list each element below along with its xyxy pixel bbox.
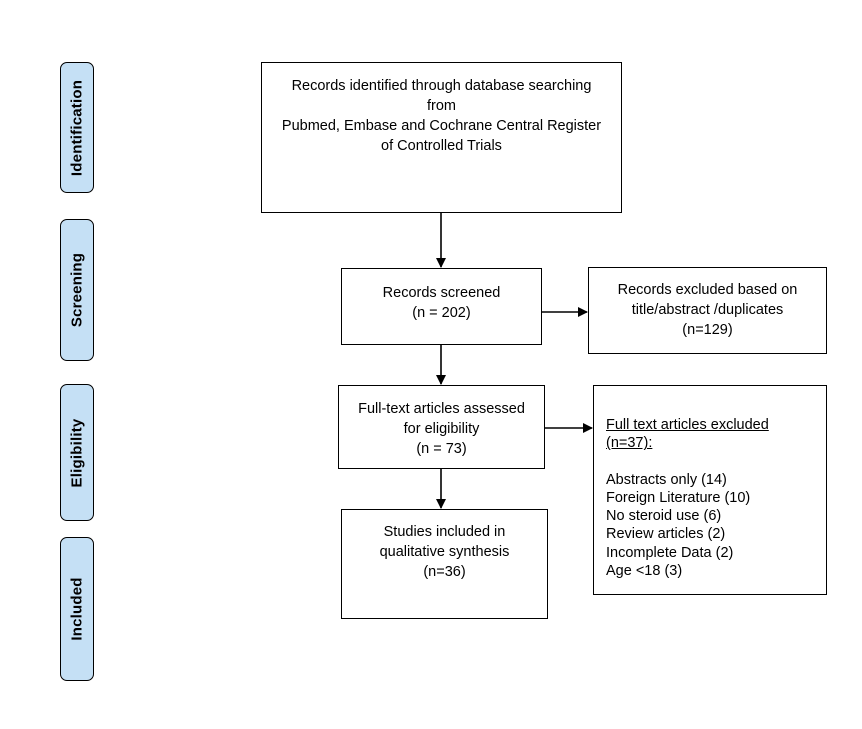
identified-line: from	[427, 98, 456, 114]
records-identified-box: Records identified through database sear…	[261, 62, 622, 213]
included-line: (n=36)	[423, 564, 466, 580]
exclusion-reason: Abstracts only (14)	[606, 471, 727, 488]
exclusion-reason: No steroid use (6)	[606, 508, 722, 525]
stage-identification: Identification	[60, 62, 94, 193]
stage-screening: Screening	[60, 219, 94, 361]
identified-line: of Controlled Trials	[381, 138, 502, 154]
stage-included: Included	[60, 537, 94, 681]
excluded-screen-line: Records excluded based on	[617, 282, 798, 298]
assessed-line: (n = 73)	[416, 441, 467, 457]
excluded-screen-line: title/abstract /duplicates	[631, 302, 784, 318]
included-line: qualitative synthesis	[379, 544, 510, 560]
assessed-line: Full-text articles assessed	[358, 401, 525, 417]
included-line: Studies included in	[383, 524, 506, 540]
screened-line: Records screened	[382, 285, 501, 301]
excluded-screen-line: (n=129)	[682, 322, 733, 338]
fulltext-excluded-heading: (n=37):	[606, 435, 653, 452]
studies-included-box: Studies included in qualitative synthesi…	[341, 509, 548, 619]
exclusion-reason: Age <18 (3)	[606, 563, 683, 580]
records-excluded-box: Records excluded based on title/abstract…	[588, 267, 827, 354]
fulltext-excluded-heading: Full text articles excluded	[606, 417, 769, 433]
assessed-line: for eligibility	[403, 421, 480, 437]
exclusion-reason: Review articles (2)	[606, 526, 726, 543]
identified-line: Records identified through database sear…	[291, 78, 592, 94]
stage-eligibility: Eligibility	[60, 384, 94, 521]
fulltext-excluded-box: Full text articles excluded (n=37): Abst…	[593, 385, 827, 595]
fulltext-assessed-box: Full-text articles assessed for eligibil…	[338, 385, 545, 469]
exclusion-reason: Foreign Literature (10)	[606, 489, 751, 506]
screened-line: (n = 202)	[412, 305, 471, 321]
records-screened-box: Records screened (n = 202)	[341, 268, 542, 345]
exclusion-reason: Incomplete Data (2)	[606, 544, 734, 561]
identified-line: Pubmed, Embase and Cochrane Central Regi…	[281, 118, 602, 134]
